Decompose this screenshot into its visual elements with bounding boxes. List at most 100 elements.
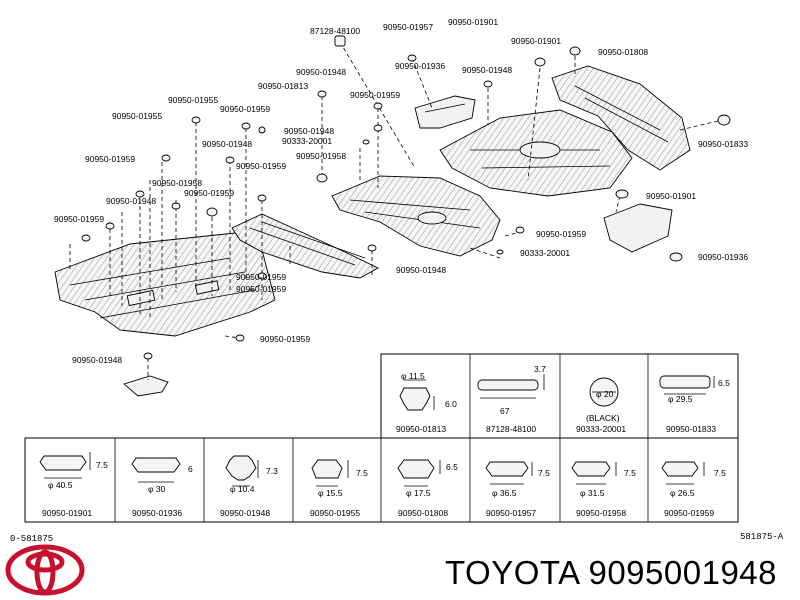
callout-label: 90950-01958 [296,151,346,161]
plug-icon [334,35,346,47]
callout-label: 90950-01959 [54,214,104,224]
dim-label: 6 [188,464,193,474]
plug-icon [105,222,115,230]
callout-label: 90950-01959 [236,284,286,294]
part-code: 90950-01833 [666,424,716,434]
detail-cell-01813: φ 11.5 6.0 90950-01813 [396,371,457,434]
plug-icon [143,352,153,360]
plug-icon [483,80,493,88]
detail-cell-01936: 6 φ 30 90950-01936 [131,457,193,518]
callout-label: 90950-01958 [152,178,202,188]
part-code: 90950-01813 [396,424,446,434]
plug-icon [135,190,145,198]
callout-label: 90950-01959 [85,154,135,164]
plug-icon [225,156,235,164]
detail-cell-01955: 7.5 φ 15.5 90950-01955 [310,459,368,518]
callout-label: 90950-01901 [646,191,696,201]
callout-label: 90950-01901 [448,17,498,27]
footer-code-right: 581875-A [740,532,784,542]
dim-label: φ 10.4 [230,484,255,494]
dim-label: 7.5 [624,468,636,478]
detail-cell-01833: 6.5 φ 29.5 90950-01833 [659,375,730,434]
callout-label: 90950-01948 [284,126,334,136]
detail-cell-01808: 6.5 φ 17.5 90950-01808 [397,459,458,518]
dim-label: φ 40.5 [48,480,73,490]
dim-label: 7.5 [538,468,550,478]
callout-label: 90950-01955 [168,95,218,105]
plug-icon [161,154,171,162]
rear-floor [439,109,633,197]
part-code: 90950-01958 [576,508,626,518]
callout-label: 90950-01936 [698,252,748,262]
callout-label: 87128-48100 [310,26,360,36]
plug-icon [257,194,267,202]
detail-cell-20001: φ 20 (BLACK) 90333-20001 [576,377,626,434]
plug-icon [669,252,683,262]
detail-cell-01948: 7.3 φ 10.4 90950-01948 [220,455,278,518]
plug-icon [317,90,327,98]
dim-label: 3.7 [534,364,546,374]
floor-pan-rear [331,175,501,257]
callout-label: 90333-20001 [520,248,570,258]
plug-icon [316,173,328,183]
dim-label: 6.5 [718,378,730,388]
callout-label: 90950-01948 [296,67,346,77]
plug-icon [362,139,370,145]
callout-label: 90950-01959 [236,272,286,282]
plug-icon [206,207,218,217]
dim-label: 6.5 [446,462,458,472]
brand-title: TOYOTA 9095001948 [445,554,778,591]
plug-icon [569,46,581,56]
part-code: 90950-01808 [398,508,448,518]
detail-cell-01901: 7.5 φ 40.5 90950-01901 [39,452,108,518]
plug-icon [191,116,201,124]
plug-icon [235,334,245,342]
part-code: 90950-01957 [486,508,536,518]
detail-cell-01957: 7.5 φ 36.5 90950-01957 [485,461,550,518]
plug-icon [171,202,181,210]
callout-label: 90333-20001 [282,136,332,146]
bracket-right [603,203,673,253]
plug-icon [407,54,417,62]
dim-label: φ 31.5 [580,488,605,498]
callout-label: 90950-01959 [220,104,270,114]
callout-label: 90950-01948 [462,65,512,75]
plug-icon [241,122,251,130]
callout-label: 90950-01808 [598,47,648,57]
callout-label: 90950-01959 [236,161,286,171]
plug-icon [496,249,504,255]
plug-icon [373,124,383,132]
rear-panel [551,65,691,171]
callout-label: 90950-01901 [511,36,561,46]
plugs [81,35,731,360]
plug-icon [258,126,266,134]
part-code: 90950-01955 [310,508,360,518]
callout-label: 90950-01959 [184,188,234,198]
dim-label: 7.5 [96,460,108,470]
plug-icon [717,114,731,126]
dim-label: φ 36.5 [492,488,517,498]
part-code: 90950-01948 [220,508,270,518]
callout-label: 90950-01936 [395,61,445,71]
plug-icon [81,234,91,242]
dim-label: φ 17.5 [406,488,431,498]
bracket-upper [414,95,476,129]
callout-label: 90950-01948 [202,139,252,149]
callout-label: 90950-01959 [536,229,586,239]
plug-icon [534,57,546,67]
part-code: 90950-01959 [664,508,714,518]
part-code: 90333-20001 [576,424,626,434]
plug-icon [257,272,267,280]
part-code: 90950-01936 [132,508,182,518]
callout-label: 90950-01948 [396,265,446,275]
plug-icon [373,102,383,110]
dim-label: 67 [500,406,510,416]
plug-icon [367,244,377,252]
dim-label: 7.5 [356,468,368,478]
plug-icon [515,226,525,234]
dim-label: φ 30 [148,484,166,494]
detail-cell-48100: 3.7 67 87128-48100 [477,364,546,434]
floor-pan-center [231,213,379,279]
callout-label: 90950-01955 [112,111,162,121]
